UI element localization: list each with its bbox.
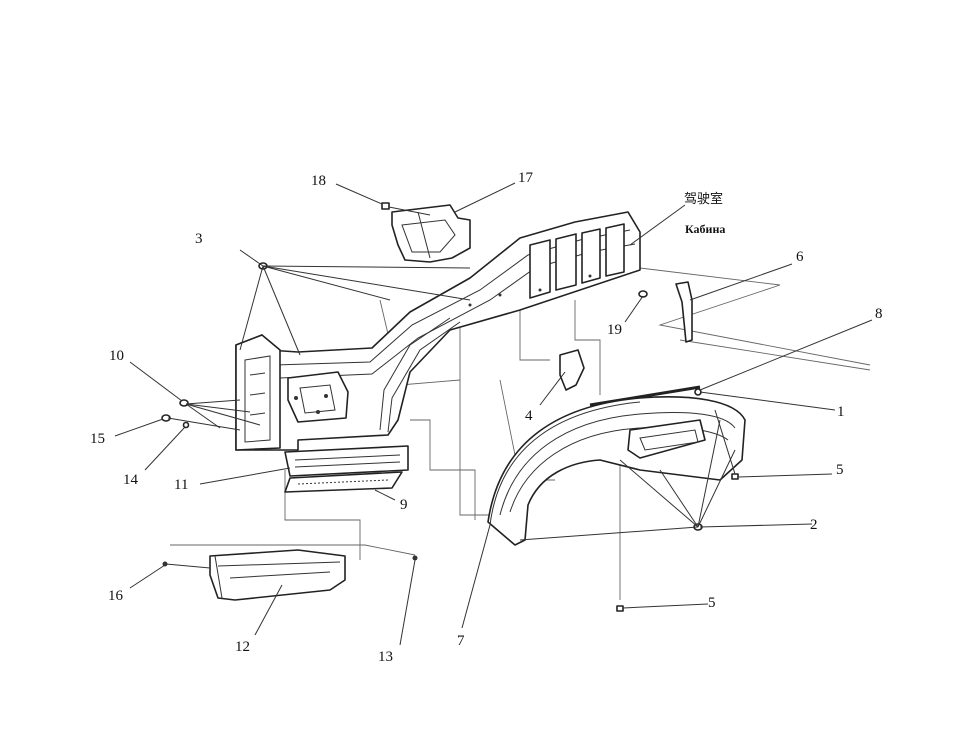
callout-13: 13 [378, 649, 393, 665]
callout-12: 12 [235, 639, 250, 655]
fastener-5a [731, 473, 739, 480]
callout-18: 18 [311, 173, 326, 189]
callout-17: 17 [518, 170, 534, 186]
callout-4: 4 [525, 408, 533, 424]
callout-5-upper: 5 [836, 462, 844, 478]
part-7-fender [487, 396, 746, 546]
part-12-lower-step [209, 549, 346, 601]
callout-10: 10 [109, 348, 124, 364]
part-6-strap [675, 281, 693, 343]
fastener-13 [412, 555, 418, 561]
leader-lines [114, 182, 873, 646]
callout-19: 19 [607, 322, 622, 338]
callout-15: 15 [90, 431, 105, 447]
callout-labels: 1 2 3 4 5 5 6 7 8 9 10 11 12 13 14 15 16… [90, 170, 883, 665]
callout-8: 8 [875, 306, 883, 322]
part-17-upper-bracket [391, 204, 471, 263]
callout-9: 9 [400, 497, 408, 513]
part-11-step-plate [284, 445, 409, 477]
fastener-19 [638, 290, 648, 298]
cab-label: 驾驶室 Кабина [684, 191, 725, 236]
callout-16: 16 [108, 588, 124, 604]
callout-2: 2 [810, 517, 818, 533]
fastener-5b [616, 605, 624, 612]
callout-6: 6 [796, 249, 804, 265]
cab-label-cn: 驾驶室 [684, 191, 723, 207]
callout-5-lower: 5 [708, 595, 716, 611]
callout-11: 11 [174, 477, 188, 493]
fastener-18 [381, 202, 390, 210]
callout-1: 1 [837, 404, 845, 420]
part-4-small-bracket [559, 349, 585, 391]
part-9-step-plate [284, 471, 403, 493]
callout-3: 3 [195, 231, 203, 247]
fastener-14 [182, 421, 190, 429]
callout-7: 7 [457, 633, 465, 649]
cab-label-ru: Кабина [685, 222, 725, 236]
callout-14: 14 [123, 472, 139, 488]
